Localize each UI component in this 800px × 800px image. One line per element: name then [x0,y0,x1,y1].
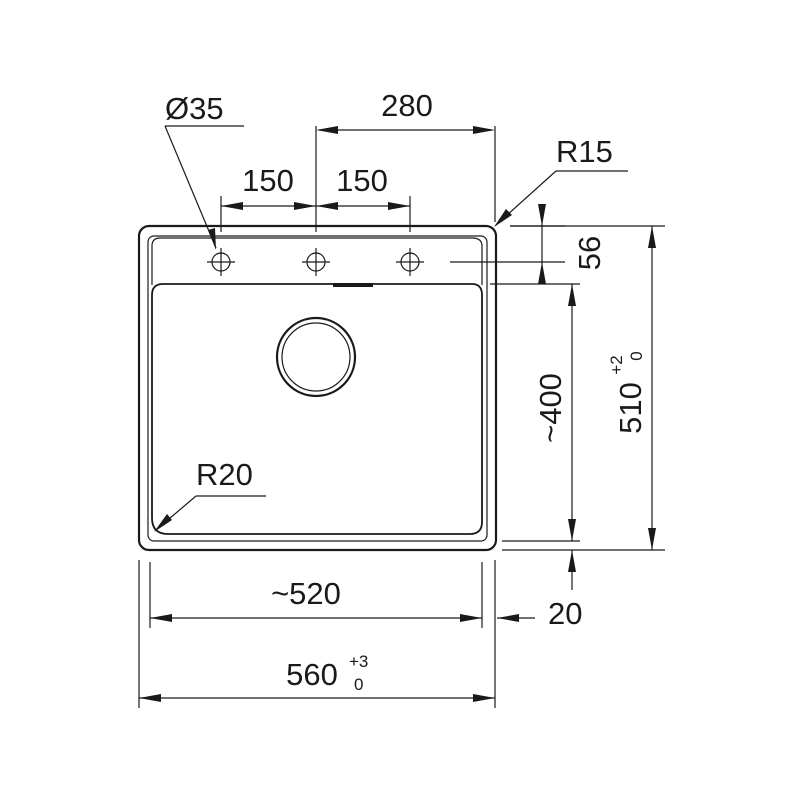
leader-r15: R15 [494,134,628,227]
dim-520-label: ~520 [271,576,341,611]
r20-label: R20 [196,457,253,492]
dim-510-label: 510 [613,382,648,434]
dim-150-left-label: 150 [242,163,294,198]
dim-20-label: 20 [548,596,582,631]
dimension-150-pair: 150 150 [220,163,411,232]
tap-ledge [151,237,483,285]
dimension-520: ~520 [149,562,483,628]
tap-holes [207,248,424,276]
dim-560-tol-upper: +3 [349,652,368,671]
r15-label: R15 [556,134,613,169]
dimension-510: 510 +2 0 [502,225,665,551]
dimension-280: 280 [315,88,496,232]
tap-hole-right [396,248,424,276]
dimension-560: 560 +3 0 [138,560,496,708]
tap-hole-left [207,248,235,276]
dia-35-label: Ø35 [165,91,224,126]
dim-280-label: 280 [381,88,433,123]
dim-560-tol-lower: 0 [354,675,363,694]
leader-r20: R20 [154,457,266,532]
overflow-slot [333,283,373,287]
dim-560-label: 560 [286,657,338,692]
sink-outer-rim [137,224,498,552]
dimension-20: 20 [497,550,582,631]
dimension-400: ~400 [490,283,580,542]
dim-510-tol-lower: 0 [627,351,646,360]
sink-outline [137,224,498,552]
drain-inner [281,322,351,392]
sink-bowl [151,283,483,535]
leader-dia-35: Ø35 [164,91,244,250]
drain-outer [275,316,357,398]
dim-56-label: 56 [572,236,607,270]
dim-510-tol-upper: +2 [607,355,626,374]
dim-400-label: ~400 [533,373,568,443]
dim-150-right-label: 150 [336,163,388,198]
dimension-56: 56 [450,204,607,284]
sink-inner-rim [147,235,488,542]
tap-hole-center [302,248,330,276]
